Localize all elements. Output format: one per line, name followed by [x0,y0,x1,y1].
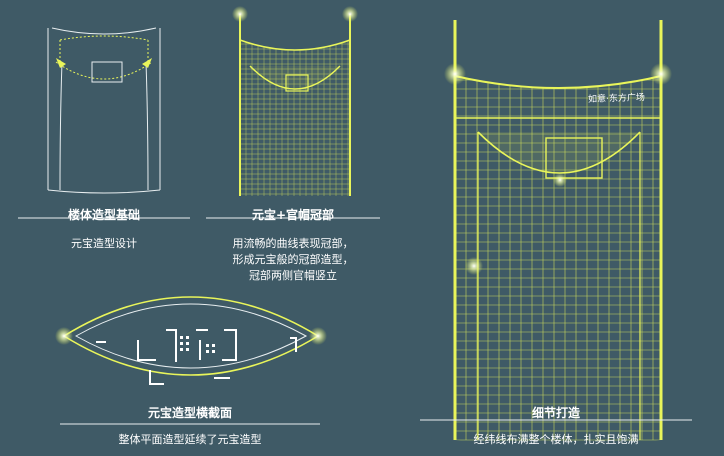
panel-1-sketch [47,27,161,194]
arrow-right-icon [142,58,152,68]
panel-2-caption: 用流畅的曲线表现冠部， 形成元宝般的冠部造型， 冠部两侧官帽竖立 [206,236,380,284]
panel-2-crown [232,6,358,196]
panel-3-section [55,296,327,385]
panel-1-title: 楼体造型基础 [67,208,140,222]
panel-3-title: 元宝造型横截面 [147,406,232,420]
panel-4-tower [444,20,672,441]
panel-3-caption: 整体平面造型延续了元宝造型 [118,433,262,446]
panel-4-caption: 经纬线布满整个楼体，扎实且饱满 [473,433,639,446]
panel-2-caption-line-3: 冠部两侧官帽竖立 [249,269,337,282]
panel-2-caption-line-1: 用流畅的曲线表现冠部， [232,237,354,250]
arrow-left-icon [56,58,66,68]
panel-1-caption: 元宝造型设计 [71,237,137,250]
panel-2-caption-line-2: 形成元宝般的冠部造型， [232,253,354,266]
tower-sign: 如意·东方广场 [587,93,646,105]
panel-4-title: 细节打造 [531,406,580,420]
panel-2-title: 元宝+官帽冠部 [251,208,335,222]
